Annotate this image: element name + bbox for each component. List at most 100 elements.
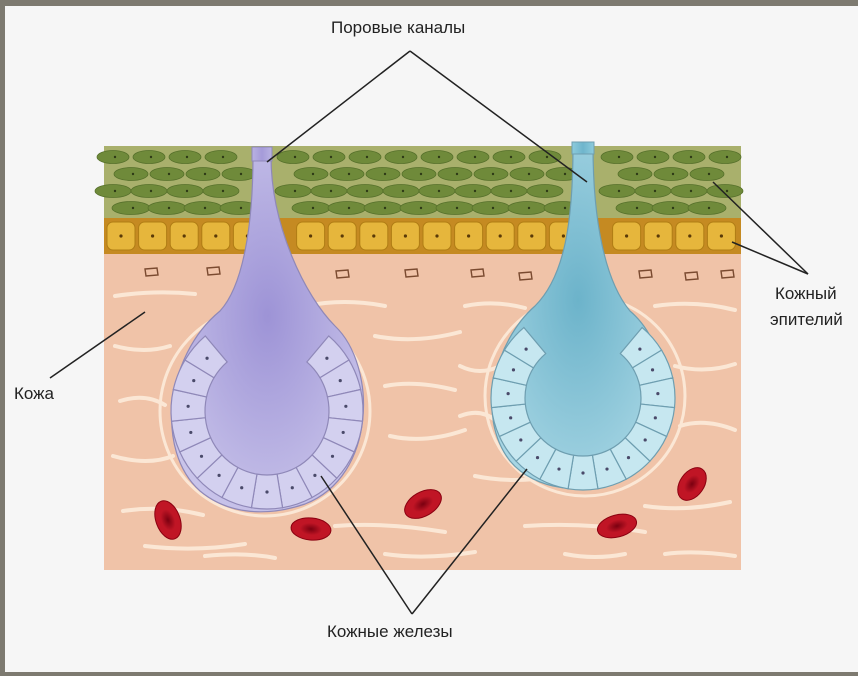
epidermis-cell [637,151,669,164]
cell-nucleus [467,234,470,237]
cell-nucleus [726,190,728,192]
cell-nucleus [557,467,560,470]
epidermis-cell [222,168,256,181]
epidermis-cell [205,151,237,164]
cell-nucleus [627,456,630,459]
epidermis-cell [671,185,707,198]
cell-nucleus [309,234,312,237]
cell-nucleus [331,455,334,458]
cell-nucleus [525,348,528,351]
cell-nucleus [625,234,628,237]
cell-nucleus [492,173,494,175]
cell-nucleus [581,471,584,474]
epidermis-cell [148,202,186,215]
cell-nucleus [651,368,654,371]
cell-nucleus [638,348,641,351]
epidermis-cell [529,151,561,164]
pore-channel-right [572,142,594,154]
cell-nucleus [402,190,404,192]
epidermis-cell [277,151,309,164]
cell-nucleus [168,207,170,209]
epidermis-cell [95,185,131,198]
epidermis-cell [474,168,508,181]
cell-nucleus [654,156,656,158]
epidermis-cell [347,185,383,198]
epidermis-cell [402,168,436,181]
cell-nucleus [456,173,458,175]
epidermis-cell [472,202,510,215]
cell-nucleus [402,156,404,158]
epidermis-cell [311,185,347,198]
cell-nucleus [546,190,548,192]
cell-nucleus [690,190,692,192]
cell-nucleus [366,190,368,192]
cell-nucleus [536,456,539,459]
label-skin-epithelium-line1: Кожный [775,284,837,304]
epidermis-cell [383,185,419,198]
cell-nucleus [151,234,154,237]
epidermis-cell [635,185,671,198]
cell-nucleus [708,173,710,175]
cell-nucleus [265,490,268,493]
epidermis-cell [184,202,222,215]
cell-nucleus [384,173,386,175]
cell-nucleus [313,474,316,477]
cell-nucleus [636,173,638,175]
cell-nucleus [672,207,674,209]
cell-nucleus [519,438,522,441]
cell-nucleus [726,156,728,158]
epidermis-cell [709,151,741,164]
cell-nucleus [492,207,494,209]
cell-nucleus [474,190,476,192]
cell-nucleus [657,234,660,237]
cell-nucleus [114,190,116,192]
cell-nucleus [438,190,440,192]
cell-nucleus [217,474,220,477]
epidermis-cell [97,151,129,164]
epidermis-cell [599,185,635,198]
cell-nucleus [312,173,314,175]
cell-nucleus [688,234,691,237]
cell-nucleus [186,156,188,158]
cell-nucleus [150,190,152,192]
epidermis-cell [510,168,544,181]
cell-nucleus [214,234,217,237]
epidermis-cell [618,168,652,181]
epidermis-cell [419,185,455,198]
cell-nucleus [530,234,533,237]
cell-nucleus [512,368,515,371]
cell-nucleus [325,357,328,360]
cell-nucleus [204,207,206,209]
cell-nucleus [528,173,530,175]
epidermis-cell [131,185,167,198]
cell-nucleus [654,416,657,419]
cell-nucleus [312,207,314,209]
cell-nucleus [222,190,224,192]
cell-nucleus [348,207,350,209]
cell-nucleus [189,431,192,434]
cell-nucleus [183,234,186,237]
cell-nucleus [564,207,566,209]
epidermis-cell [150,168,184,181]
epidermis-cell [421,151,453,164]
cell-nucleus [344,405,347,408]
skin-gland-diagram [5,6,858,672]
cell-nucleus [672,173,674,175]
cell-nucleus [499,234,502,237]
epidermis-cell [313,151,345,164]
cell-nucleus [240,173,242,175]
cell-nucleus [564,173,566,175]
epidermis-cell [385,151,417,164]
epidermis-cell [349,151,381,164]
epidermis-cell [688,202,726,215]
cell-nucleus [240,207,242,209]
cell-nucleus [618,190,620,192]
cell-nucleus [348,173,350,175]
leader-epithelium-lower [732,242,808,274]
cell-nucleus [205,357,208,360]
cell-nucleus [372,234,375,237]
cell-nucleus [456,207,458,209]
cell-nucleus [507,392,510,395]
epidermis-cell [493,151,525,164]
epidermis-cell [652,202,690,215]
